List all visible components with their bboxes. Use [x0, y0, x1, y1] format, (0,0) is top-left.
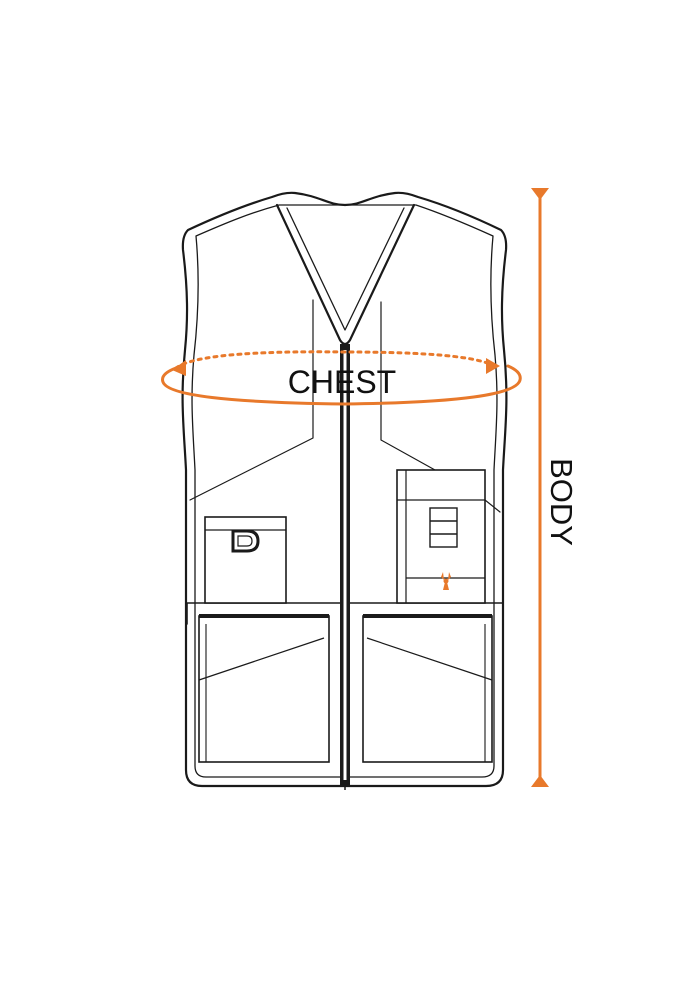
lower-left-pocket-body — [198, 615, 330, 763]
zipper — [340, 344, 350, 790]
deer-head-logo — [441, 572, 451, 590]
d-ring-icon — [231, 529, 260, 553]
v-neck-inner — [286, 207, 405, 331]
lower-right-pocket-body — [362, 615, 493, 763]
right-panel-seam — [380, 301, 436, 471]
right-chest-pocket-body — [396, 469, 486, 604]
chest-ellipse-front-solid — [161, 364, 522, 406]
lower-left-pocket-diagonal — [198, 637, 325, 681]
lower-right-pocket — [362, 614, 493, 763]
radio-tab-box — [429, 507, 458, 548]
lower-right-pocket-diagonal — [366, 637, 493, 681]
left-chest-pocket — [204, 516, 287, 604]
d-ring-inner — [237, 535, 253, 547]
chest-ellipse-back-dotted — [174, 350, 496, 370]
vest-inner-trim — [191, 204, 498, 778]
right-chest-pocket — [396, 469, 486, 604]
body-arrow-bottom — [531, 775, 549, 787]
waist-band — [186, 602, 504, 625]
chest-arrow-right — [486, 358, 500, 374]
body-measurement: BODY — [531, 188, 579, 787]
chest-measurement: CHEST — [161, 350, 522, 406]
zipper-highlight — [343, 350, 347, 780]
right-side-seam — [484, 499, 501, 513]
lower-left-pocket — [198, 614, 330, 763]
radio-tab-lines — [430, 520, 457, 535]
vest-outer-edge — [181, 191, 508, 788]
v-neck-outer — [275, 203, 416, 346]
body-label: BODY — [544, 458, 579, 546]
chest-label: CHEST — [288, 364, 396, 400]
chest-arrow-left — [172, 360, 186, 376]
vest-outline — [181, 191, 508, 788]
left-panel-seam — [189, 299, 314, 501]
body-arrow-top — [531, 188, 549, 200]
